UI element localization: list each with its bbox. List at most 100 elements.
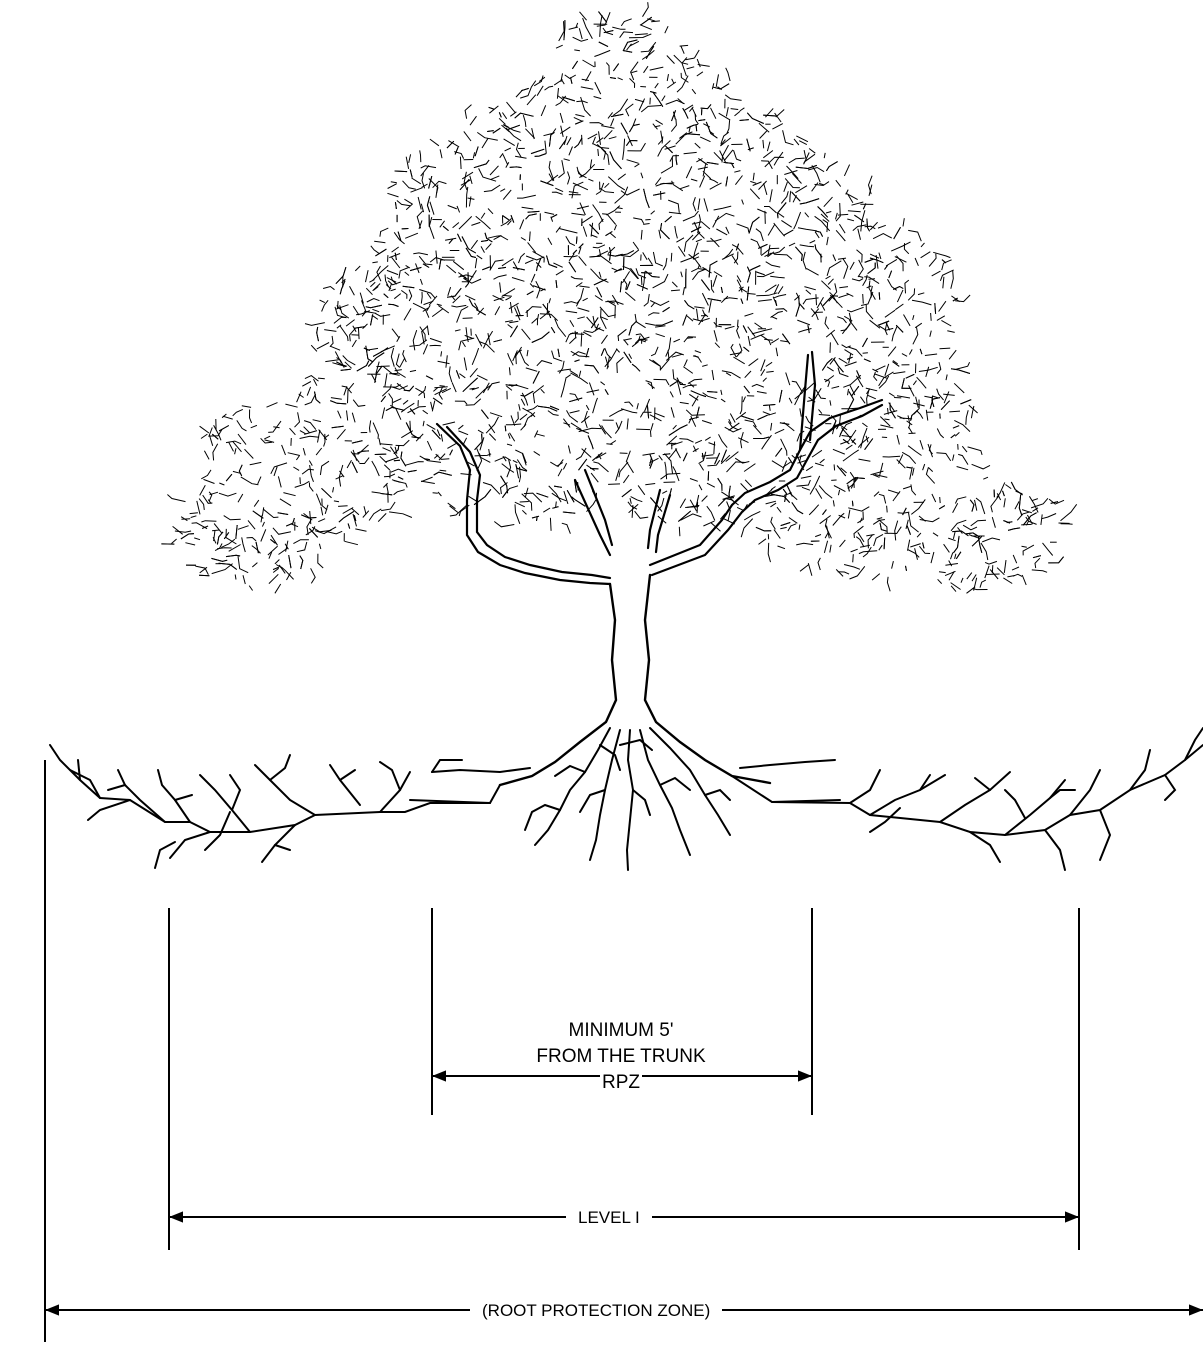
foliage-stroke [172, 526, 184, 535]
foliage-stroke [682, 210, 699, 222]
foliage-stroke [563, 418, 571, 428]
foliage-stroke [317, 553, 324, 569]
foliage-stroke [873, 371, 878, 382]
foliage-stroke [931, 493, 937, 503]
foliage-stroke [772, 246, 786, 255]
foliage-stroke [501, 112, 508, 120]
foliage-stroke [167, 494, 186, 503]
foliage-stroke [720, 131, 730, 145]
foliage-stroke [385, 406, 405, 412]
foliage-stroke [570, 77, 573, 84]
foliage-stroke [799, 198, 820, 205]
foliage-stroke [846, 477, 865, 485]
foliage-stroke [816, 297, 824, 309]
foliage-stroke [582, 59, 595, 68]
foliage-stroke [421, 183, 428, 188]
foliage-stroke [780, 340, 789, 343]
foliage-stroke [431, 308, 444, 318]
foliage-stroke [713, 83, 730, 90]
foliage-stroke [402, 285, 415, 289]
foliage-stroke [333, 316, 347, 324]
foliage-stroke [885, 322, 891, 331]
foliage-stroke [803, 149, 807, 164]
foliage-stroke [536, 515, 538, 521]
foliage-stroke [859, 517, 863, 523]
foliage-stroke [517, 194, 536, 199]
foliage-stroke [426, 440, 433, 451]
foliage-stroke [734, 170, 741, 173]
foliage-stroke [470, 239, 479, 250]
foliage-stroke [181, 518, 191, 520]
foliage-stroke [394, 367, 406, 378]
foliage-stroke [891, 326, 898, 342]
foliage-stroke [952, 503, 959, 513]
foliage-stroke [439, 149, 443, 159]
dimension-label-level-i: LEVEL I [566, 1208, 652, 1228]
foliage-stroke [652, 251, 663, 267]
foliage-stroke [606, 443, 613, 445]
foliage-stroke [458, 274, 474, 278]
foliage-stroke [736, 279, 743, 293]
foliage-stroke [697, 64, 710, 67]
foliage-stroke [388, 393, 393, 406]
foliage-stroke [822, 295, 839, 306]
foliage-stroke [647, 312, 660, 316]
foliage-stroke [884, 309, 896, 318]
foliage-stroke [518, 404, 521, 411]
foliage-stroke [376, 365, 390, 368]
foliage-stroke [458, 216, 473, 230]
foliage-stroke [927, 467, 934, 472]
foliage-stroke [950, 552, 954, 560]
foliage-stroke [837, 367, 849, 378]
foliage-stroke [438, 386, 443, 400]
foliage-stroke [606, 205, 621, 216]
foliage-stroke [903, 314, 911, 327]
foliage-stroke [896, 459, 906, 469]
foliage-stroke [380, 492, 393, 496]
foliage-stroke [646, 405, 650, 419]
foliage-stroke [543, 128, 557, 137]
foliage-stroke [632, 241, 639, 250]
foliage-stroke [686, 133, 701, 136]
foliage-stroke [600, 381, 606, 386]
foliage-stroke [344, 361, 352, 369]
foliage-stroke [805, 289, 812, 295]
foliage-stroke [601, 425, 612, 439]
foliage-stroke [525, 128, 536, 139]
foliage-stroke [589, 224, 600, 235]
foliage-stroke [467, 197, 475, 200]
foliage-stroke [557, 95, 569, 104]
foliage-stroke [261, 507, 265, 516]
foliage-stroke [665, 337, 672, 357]
foliage-stroke [938, 571, 946, 574]
foliage-stroke [501, 124, 510, 133]
foliage-stroke [761, 160, 773, 170]
foliage-stroke [869, 257, 884, 264]
foliage-stroke [553, 262, 563, 268]
foliage-stroke [697, 166, 708, 170]
foliage-stroke [808, 148, 816, 154]
foliage-stroke [835, 212, 838, 220]
foliage-stroke [714, 452, 721, 465]
foliage-stroke [502, 189, 512, 200]
foliage-stroke [758, 180, 767, 190]
foliage-stroke [609, 151, 622, 170]
foliage-stroke [842, 438, 850, 445]
foliage-stroke [213, 530, 216, 542]
foliage-stroke [415, 387, 426, 399]
foliage-stroke [677, 381, 682, 395]
foliage-stroke [970, 519, 987, 527]
foliage-stroke [391, 385, 409, 390]
foliage-stroke [1021, 509, 1033, 514]
foliage-stroke [744, 479, 753, 488]
foliage-stroke [793, 211, 802, 230]
foliage-stroke [410, 187, 423, 193]
foliage-stroke [889, 402, 896, 419]
foliage-stroke [842, 449, 859, 462]
foliage-stroke [709, 182, 722, 190]
foliage-stroke [368, 508, 382, 521]
foliage-stroke [739, 119, 749, 121]
foliage-stroke [372, 265, 389, 281]
foliage-stroke [506, 101, 516, 113]
foliage-stroke [837, 257, 847, 260]
